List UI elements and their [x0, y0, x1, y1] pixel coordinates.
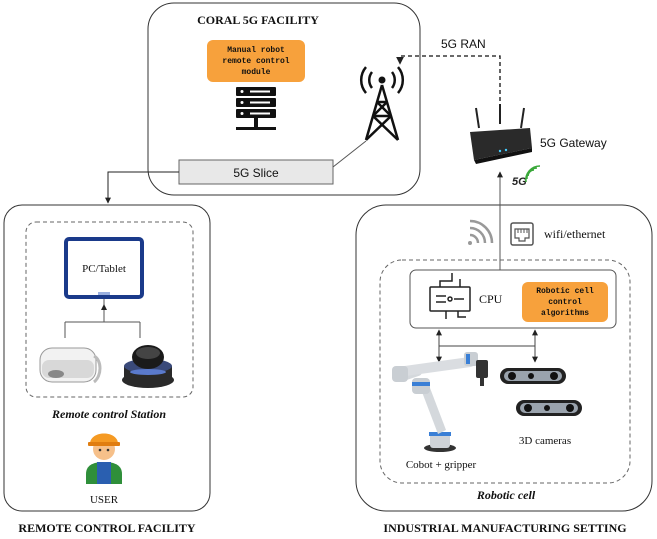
- robotic-cell-box: [379, 259, 631, 484]
- industrial-setting: wifi/ethernet CPU Robotic cell control a…: [355, 171, 653, 535]
- manual-robot-module-box: [207, 40, 305, 82]
- robotic-cell-label: Robotic cell: [476, 488, 536, 502]
- 5g-ran-link: 5G RAN: [396, 37, 501, 122]
- cpu-label: CPU: [479, 292, 503, 306]
- 5g-slice-label: 5G Slice: [233, 166, 279, 180]
- server-icon: [236, 87, 276, 130]
- cpu-to-devices-connector: [436, 329, 538, 363]
- 5g-ran-label: 5G RAN: [441, 37, 486, 51]
- 5g-gateway-label: 5G Gateway: [540, 136, 607, 150]
- manual-robot-module-label-2: remote control: [222, 57, 289, 66]
- 5g-gateway: 5G Gateway 5G: [470, 104, 607, 188]
- remote-facility-box: [3, 204, 211, 512]
- remote-control-facility: PC/Tablet Remote control Station: [3, 171, 211, 535]
- coral-facility-box: [147, 2, 421, 196]
- control-algorithms-label-2: control: [548, 298, 582, 307]
- pc-tablet-icon: [64, 237, 144, 299]
- 5g-badge-icon: 5G: [512, 165, 541, 188]
- user-label: USER: [90, 494, 119, 506]
- wifi-ethernet-label: wifi/ethernet: [544, 227, 606, 241]
- vr-headset-icon: [39, 347, 102, 384]
- router-icon: [470, 104, 532, 164]
- 3d-camera-icon: [500, 368, 566, 384]
- control-algorithms-label-3: algorithms: [541, 309, 589, 318]
- coral-facility-title: CORAL 5G FACILITY: [197, 13, 319, 27]
- manual-robot-module-label-3: module: [242, 68, 271, 77]
- tower-to-slice-connector: [332, 140, 367, 168]
- manual-robot-module-label-1: Manual robot: [227, 46, 285, 55]
- remote-station-label: Remote control Station: [51, 407, 166, 421]
- 3d-mouse-controller-icon: [122, 345, 174, 388]
- control-algorithms-label-1: Robotic cell: [536, 287, 594, 296]
- wifi-icon: [468, 219, 494, 245]
- coral-facility: CORAL 5G FACILITY Manual robot remote co…: [147, 2, 421, 196]
- control-algorithms-box: [522, 282, 608, 322]
- industrial-setting-box: [355, 204, 653, 512]
- remote-station-box: [25, 221, 194, 398]
- 3d-cameras-label: 3D cameras: [519, 435, 571, 447]
- remote-facility-title: REMOTE CONTROL FACILITY: [18, 521, 195, 535]
- devices-to-tablet-connector: [64, 299, 141, 338]
- industrial-setting-title: INDUSTRIAL MANUFACTURING SETTING: [383, 521, 626, 535]
- cobot-arm-icon: [392, 352, 488, 452]
- ethernet-icon: [510, 222, 534, 246]
- pc-tablet-label: PC/Tablet: [82, 263, 126, 275]
- cobot-label: Cobot + gripper: [406, 459, 477, 471]
- antenna-tower-icon: [359, 66, 405, 141]
- svg-text:5G: 5G: [512, 176, 527, 188]
- slice-to-remote-connector: [105, 171, 179, 204]
- cpu-chip-icon: [429, 273, 471, 319]
- 3d-camera-icon: [516, 400, 582, 416]
- user-worker-icon: [86, 433, 122, 484]
